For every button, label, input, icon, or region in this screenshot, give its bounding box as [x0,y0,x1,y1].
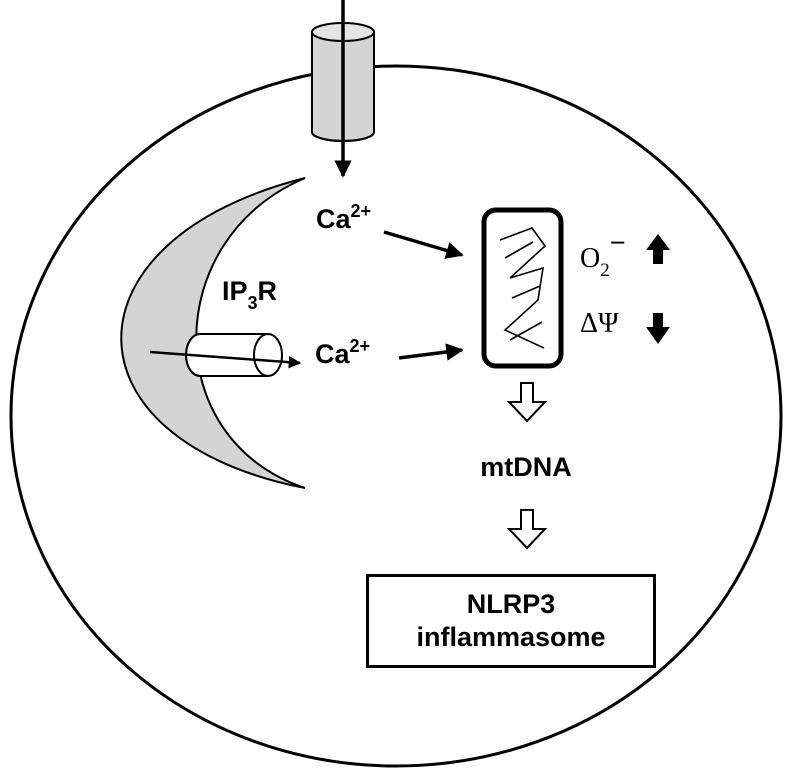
calcium-to-mito-arrow-top [383,230,464,259]
endoplasmic-reticulum [120,177,306,489]
mtdna-label: mtDNA [480,452,572,482]
calcium-label-mid: Ca2+ [315,336,370,369]
ip3r-label: IP3R [222,276,277,313]
inflammasome-label: inflammasome [416,622,606,652]
nlrp3-inflammasome-box: NLRP3 inflammasome [366,574,656,668]
hollow-down-arrow-icon [506,382,548,423]
calcium-release-arrow [149,350,302,369]
nlrp3-label: NLRP3 [466,589,556,619]
calcium-label-top: Ca2+ [316,201,371,234]
mitochondrion [481,207,564,369]
membrane-potential-label: ΔΨ [580,308,619,339]
calcium-to-mito-arrow-mid [398,343,464,361]
down-arrow-icon [646,313,670,344]
superoxide-label: O2− [580,228,626,281]
up-arrow-icon [646,234,670,264]
hollow-down-arrow-icon [506,509,548,550]
mitochondrial-cristae [499,227,547,349]
ip3r-channel [185,333,283,377]
